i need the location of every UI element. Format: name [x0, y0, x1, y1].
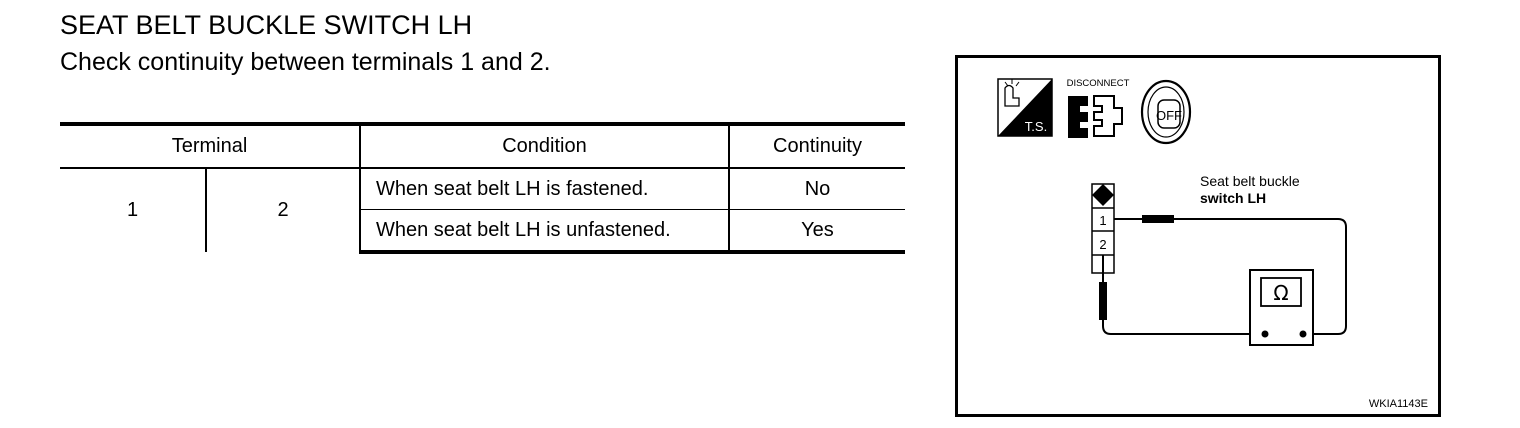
table-row: When seat belt LH is unfastened. Yes	[60, 209, 905, 254]
test-leads	[1099, 215, 1347, 335]
table-row: 1 2 When seat belt LH is fastened. No	[60, 168, 905, 252]
header-continuity: Continuity	[728, 122, 905, 169]
ts-icon: T.S.	[997, 78, 1053, 137]
component-label: Seat belt buckle	[1200, 173, 1300, 189]
table-header-row: Terminal Condition Continuity	[60, 122, 905, 169]
continuity-cell: Yes	[728, 209, 905, 254]
wiring-diagram-figure: T.S. DISCONNECT OFF Seat belt buckle swi…	[955, 55, 1441, 417]
condition-cell: When seat belt LH is fastened.	[359, 168, 729, 210]
continuity-table: Terminal Condition Continuity 1 2 When s…	[60, 122, 905, 254]
terminal-a-cell: 1	[126, 199, 139, 221]
connector-pin-2: 2	[1099, 237, 1106, 252]
ignition-key-off-icon: OFF	[1140, 79, 1192, 145]
ohmmeter-icon: Ω	[1249, 269, 1314, 346]
component-label-line2: switch LH	[1200, 190, 1266, 206]
continuity-cell: No	[728, 168, 905, 210]
header-condition: Condition	[359, 122, 729, 169]
ohm-symbol: Ω	[1273, 281, 1288, 305]
disconnect-icon: DISCONNECT	[1067, 78, 1130, 138]
terminal-b-cell: 2	[205, 168, 360, 252]
header-terminal: Terminal	[60, 122, 360, 169]
page-title: SEAT BELT BUCKLE SWITCH LH	[60, 10, 473, 40]
figure-code: WKIA1143E	[1369, 398, 1428, 410]
instruction-text: Check continuity between terminals 1 and…	[60, 48, 551, 76]
condition-cell: When seat belt LH is unfastened.	[359, 209, 729, 254]
disconnect-icon-label: DISCONNECT	[1067, 78, 1130, 89]
ts-icon-label: T.S.	[1025, 119, 1047, 134]
ignition-off-label: OFF	[1156, 108, 1182, 123]
connector-pin-1: 1	[1099, 213, 1106, 228]
